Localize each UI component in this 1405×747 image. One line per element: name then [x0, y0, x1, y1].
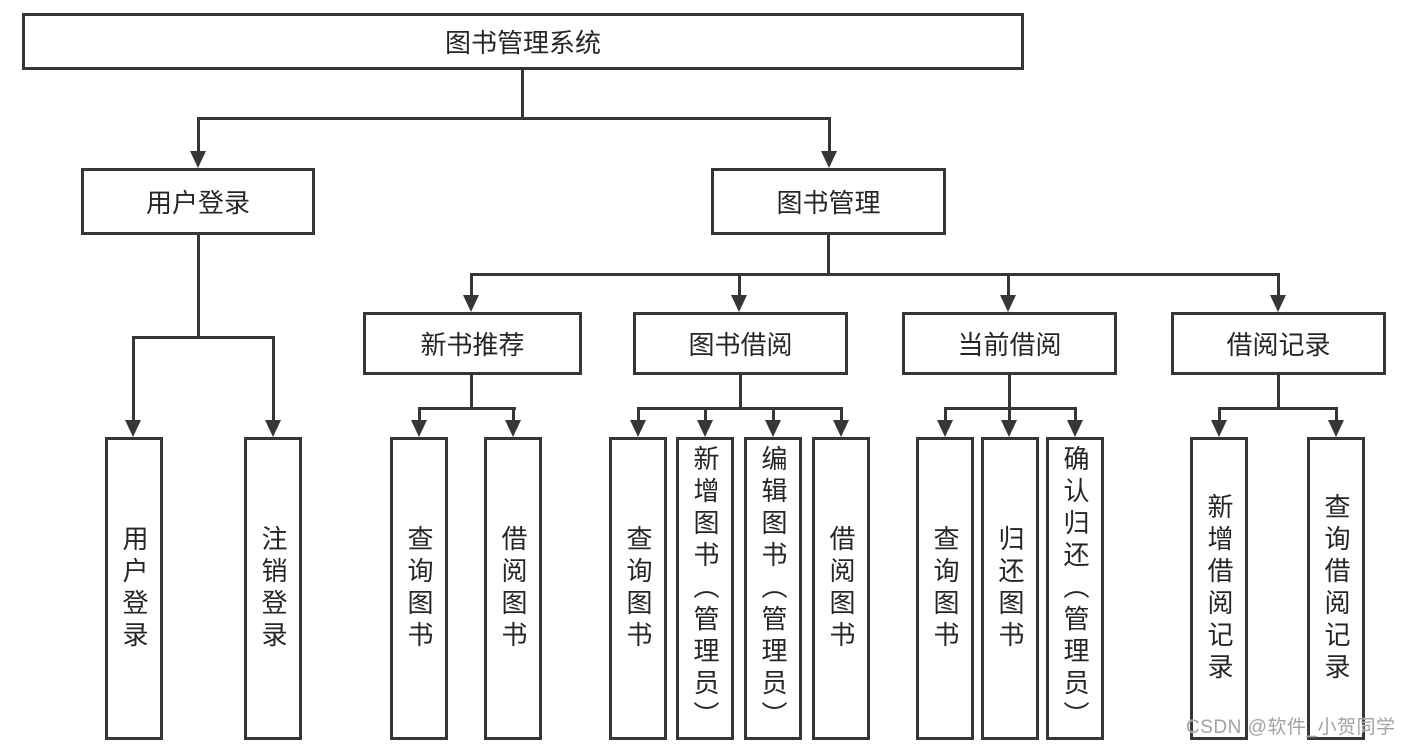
node-cb-confirm: 确认归还（管理员） [1046, 437, 1104, 740]
connector-line [637, 407, 843, 410]
connector-line [418, 407, 516, 410]
arrow-down-icon [1211, 420, 1227, 437]
connector-line [1007, 273, 1010, 297]
node-current-borrow: 当前借阅 [902, 312, 1117, 375]
node-bb-query-label: 查询图书 [623, 524, 653, 653]
node-book-borrow: 图书借阅 [633, 312, 848, 375]
node-nb-borrow: 借阅图书 [484, 437, 542, 740]
arrow-down-icon [1000, 295, 1016, 312]
connector-line [470, 375, 473, 407]
node-cb-return-label: 归还图书 [995, 524, 1025, 653]
arrow-down-icon [125, 420, 141, 437]
csdn-watermark: CSDN @软件_小贺同学 [1186, 717, 1396, 738]
node-user-login: 用户登录 [81, 168, 315, 235]
node-cb-confirm-label: 确认归还（管理员） [1060, 444, 1090, 733]
connector-line [418, 407, 421, 422]
node-nb-query-label: 查询图书 [404, 524, 434, 653]
node-ul-login: 用户登录 [105, 437, 163, 740]
node-ul-login-label: 用户登录 [119, 524, 149, 653]
arrow-down-icon [411, 420, 427, 437]
connector-line [132, 336, 275, 339]
connector-line [197, 235, 200, 336]
connector-line [1074, 407, 1077, 422]
node-book-mgmt-label: 图书管理 [776, 188, 881, 218]
node-root-label: 图书管理系统 [444, 28, 601, 58]
arrow-down-icon [265, 420, 281, 437]
connector-line [772, 407, 775, 422]
connector-line [1335, 407, 1338, 422]
node-user-login-label: 用户登录 [145, 188, 250, 218]
arrow-down-icon [937, 420, 953, 437]
arrow-down-icon [821, 151, 837, 168]
arrow-down-icon [731, 295, 747, 312]
node-cb-return: 归还图书 [981, 437, 1039, 740]
node-br-query: 查询借阅记录 [1307, 437, 1365, 740]
node-new-book-rec: 新书推荐 [363, 312, 582, 375]
node-nb-borrow-label: 借阅图书 [498, 524, 528, 653]
connector-line [1008, 375, 1011, 407]
arrow-down-icon [1001, 420, 1017, 437]
node-br-query-label: 查询借阅记录 [1321, 492, 1351, 685]
connector-line [132, 336, 135, 422]
node-borrow-records: 借阅记录 [1171, 312, 1386, 375]
connector-line [704, 407, 707, 422]
connector-line [1218, 407, 1338, 410]
arrow-down-icon [505, 420, 521, 437]
connector-line [197, 117, 200, 153]
node-br-add: 新增借阅记录 [1190, 437, 1248, 740]
arrow-down-icon [463, 295, 479, 312]
arrow-down-icon [697, 420, 713, 437]
node-bb-add-label: 新增图书（管理员） [690, 444, 720, 733]
connector-line [521, 70, 524, 117]
connector-line [840, 407, 843, 422]
connector-line [637, 407, 640, 422]
connector-line [739, 375, 742, 407]
connector-line [1008, 407, 1011, 422]
connector-line [1277, 273, 1280, 297]
node-br-add-label: 新增借阅记录 [1204, 492, 1234, 685]
arrow-down-icon [190, 151, 206, 168]
node-ul-logout: 注销登录 [244, 437, 302, 740]
connector-line [272, 336, 275, 422]
arrow-down-icon [1328, 420, 1344, 437]
node-bb-edit: 编辑图书（管理员） [744, 437, 802, 740]
connector-line [512, 407, 515, 422]
arrow-down-icon [1067, 420, 1083, 437]
node-current-borrow-label: 当前借阅 [957, 330, 1062, 360]
node-bb-add: 新增图书（管理员） [676, 437, 734, 740]
arrow-down-icon [765, 420, 781, 437]
arrow-down-icon [1270, 295, 1286, 312]
node-root: 图书管理系统 [22, 13, 1024, 70]
connector-line [197, 117, 831, 120]
connector-line [738, 273, 741, 297]
node-borrow-records-label: 借阅记录 [1226, 330, 1331, 360]
node-ul-logout-label: 注销登录 [258, 524, 288, 653]
connector-line [828, 117, 831, 153]
connector-line [827, 235, 830, 273]
node-bb-borrow: 借阅图书 [812, 437, 870, 740]
node-bb-edit-label: 编辑图书（管理员） [758, 444, 788, 733]
connector-line [470, 273, 473, 297]
connector-line [1218, 407, 1221, 422]
node-book-borrow-label: 图书借阅 [688, 330, 793, 360]
node-book-mgmt: 图书管理 [711, 168, 946, 235]
node-new-book-rec-label: 新书推荐 [420, 330, 525, 360]
connector-line [944, 407, 947, 422]
node-bb-query: 查询图书 [609, 437, 667, 740]
node-nb-query: 查询图书 [390, 437, 448, 740]
connector-line [1277, 375, 1280, 407]
arrow-down-icon [630, 420, 646, 437]
arrow-down-icon [833, 420, 849, 437]
connector-line [470, 273, 1280, 276]
node-bb-borrow-label: 借阅图书 [826, 524, 856, 653]
node-cb-query-label: 查询图书 [930, 524, 960, 653]
node-cb-query: 查询图书 [916, 437, 974, 740]
